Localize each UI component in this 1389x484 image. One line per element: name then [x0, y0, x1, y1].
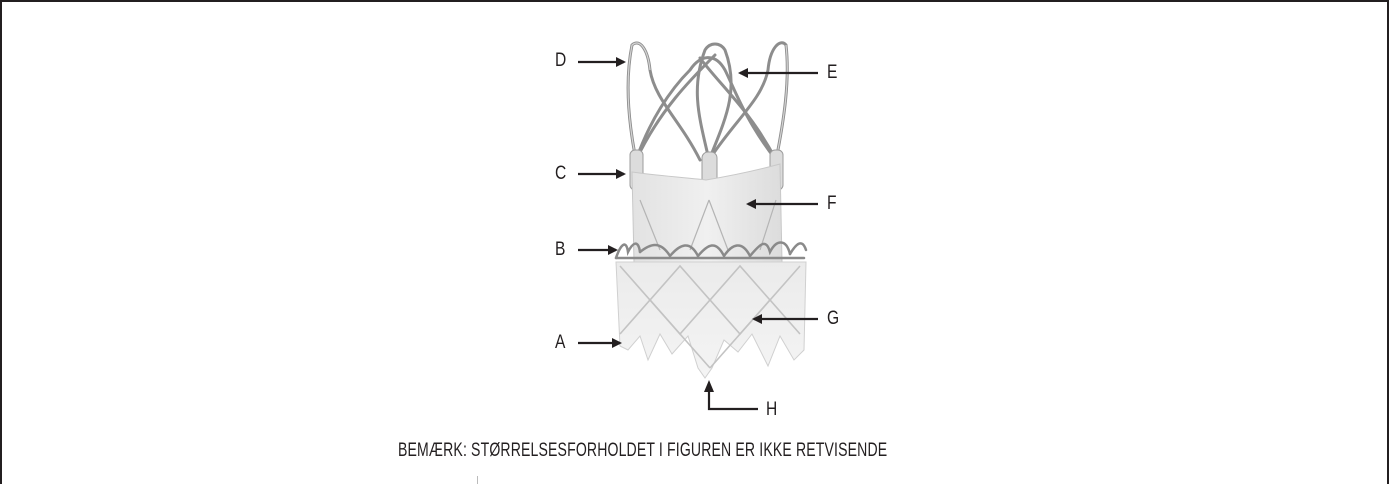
- label-g: G: [827, 309, 839, 329]
- outflow-struts: [628, 43, 787, 160]
- arrow-h: [709, 387, 758, 409]
- label-b: B: [555, 240, 565, 260]
- label-d: D: [555, 51, 566, 71]
- page-tick-mark: [477, 476, 478, 484]
- label-a: A: [555, 333, 565, 353]
- label-f: F: [827, 194, 837, 214]
- label-c: C: [555, 164, 566, 184]
- label-e: E: [827, 63, 837, 83]
- label-h: H: [766, 400, 777, 420]
- scale-note: BEMÆRK: STØRRELSESFORHOLDET I FIGUREN ER…: [398, 440, 887, 462]
